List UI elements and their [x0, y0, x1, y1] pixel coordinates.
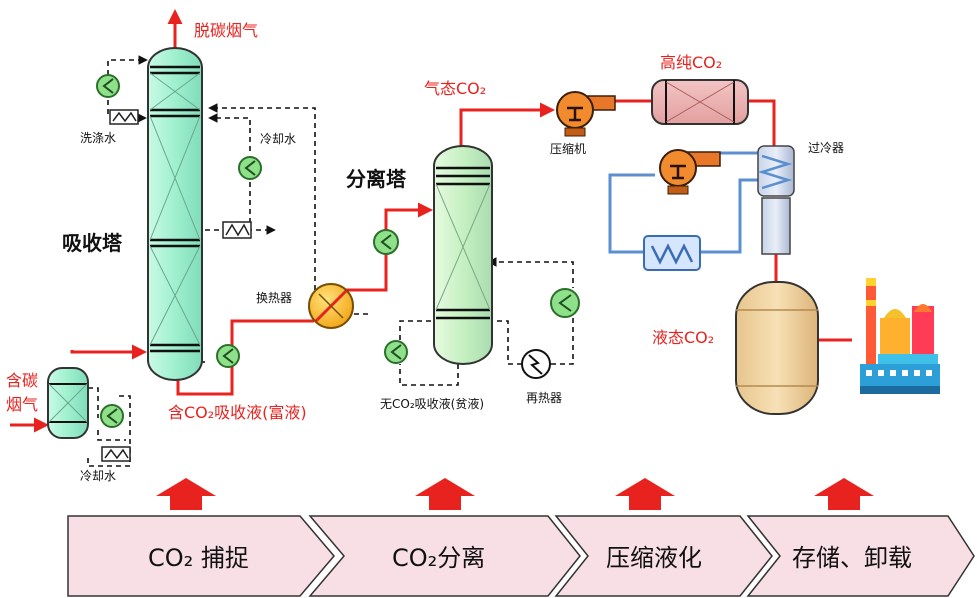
stage-arrow-icon [814, 478, 874, 510]
gaseous-co2-label: 气态CO₂ [424, 79, 486, 98]
compressor-label: 压缩机 [550, 141, 586, 156]
stage-arrow-icon [615, 478, 675, 510]
cooler-icon [238, 156, 262, 180]
stage-storage-label: 存储、卸载 [792, 544, 912, 572]
cooler-icon [216, 344, 240, 368]
high-purity-co2-vessel [651, 79, 749, 125]
stage-arrow-icon [415, 478, 475, 510]
cooler-icon [96, 74, 120, 98]
stage-storage [746, 515, 975, 597]
high-purity-co2-label: 高纯CO₂ [660, 53, 722, 72]
lean-solution-label: 无CO₂吸收液(贫液) [380, 396, 484, 411]
absorber-tower [147, 47, 203, 381]
diagram-labels: 脱碳烟气 洗涤水 冷却水 吸收塔 气态CO₂ 压缩机 高纯CO₂ 过冷器 分离塔… [6, 21, 844, 483]
reboiler-label: 再热器 [526, 391, 562, 405]
compressor-icon [556, 91, 616, 137]
absorber-label: 吸收塔 [62, 231, 123, 255]
subcooler-column [757, 145, 795, 255]
flue-gas-scrubber [47, 367, 89, 439]
factory-icon [860, 278, 940, 394]
process-stages [67, 515, 975, 597]
heat-exchanger-label: 换热器 [256, 291, 292, 305]
reboiler-icon [521, 349, 551, 379]
cooling-water-bottom-label: 冷却水 [80, 469, 116, 483]
plate-exchanger-icons [101, 109, 252, 462]
subcooler-label: 过冷器 [808, 141, 844, 155]
wash-water-label: 洗涤水 [80, 131, 116, 145]
exchanger-icon [109, 109, 139, 125]
stage-capture [67, 515, 335, 597]
heat-exchanger-icon [308, 283, 354, 329]
stage-arrows [156, 478, 874, 510]
cooler-icon [384, 340, 408, 364]
flue-gas-label-line1: 含碳 [6, 371, 38, 390]
stage-separation [308, 515, 581, 597]
exchanger-icon [101, 446, 131, 462]
liquid-co2-label: 液态CO₂ [652, 328, 714, 347]
cooler-icon [373, 229, 399, 255]
separator-label: 分离塔 [346, 167, 407, 191]
rich-solution-label: 含CO₂吸收液(富液) [168, 403, 307, 422]
stage-labels: CO₂ 捕捉 CO₂分离 压缩液化 存储、卸载 [148, 544, 912, 572]
flue-gas-label-line2: 烟气 [6, 395, 38, 414]
stage-liquefaction [554, 515, 773, 597]
exchanger-icon [222, 221, 252, 239]
stage-separation-label: CO₂分离 [392, 544, 485, 572]
cooler-icons [96, 74, 580, 428]
decarbonized-gas-label: 脱碳烟气 [194, 21, 258, 40]
stage-arrow-icon [156, 478, 216, 510]
cooler-icon [100, 404, 124, 428]
stage-capture-label: CO₂ 捕捉 [148, 544, 249, 572]
liquid-co2-tank [735, 281, 819, 415]
compressor-icon [659, 149, 721, 195]
process-flow-lines [10, 9, 852, 433]
condenser-icon [643, 235, 701, 271]
cooler-icon [550, 288, 580, 318]
separator-tower [433, 145, 493, 365]
cooling-water-top-label: 冷却水 [260, 132, 296, 146]
stage-liquefaction-label: 压缩液化 [606, 544, 702, 572]
